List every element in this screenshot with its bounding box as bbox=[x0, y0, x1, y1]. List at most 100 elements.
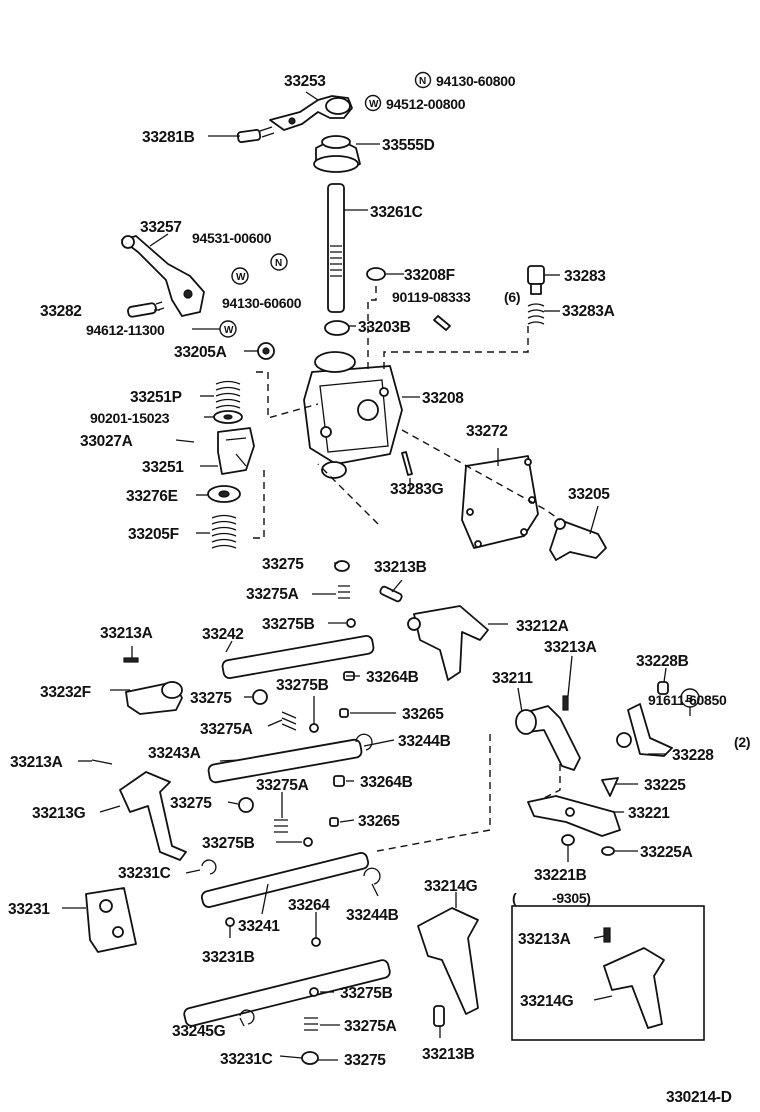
label-33205: 33205 bbox=[568, 486, 610, 503]
label-33231B: 33231B bbox=[202, 949, 255, 966]
label-94130-60600: 94130-60600 bbox=[222, 295, 302, 311]
part-33228-lever bbox=[616, 703, 673, 757]
part-33212A-fork bbox=[407, 605, 489, 681]
part-33213B-bolt-a bbox=[379, 585, 403, 603]
part-33213A-pin-c bbox=[91, 759, 113, 765]
figure-code: 330214-D bbox=[666, 1089, 732, 1106]
label-33231C-b: 33231C bbox=[220, 1051, 273, 1068]
part-33231C-clip-b bbox=[239, 1009, 255, 1025]
part-33261C-shaft bbox=[327, 183, 345, 313]
label-33214G-b: 33214G bbox=[520, 993, 574, 1010]
label-33264B-b: 33264B bbox=[360, 774, 413, 791]
inset-box-9305 bbox=[511, 905, 705, 1041]
label-33275-b: 33275 bbox=[190, 690, 232, 707]
label-33275B-c: 33275B bbox=[202, 835, 255, 852]
part-33275-plug-a bbox=[334, 560, 350, 572]
label-91611-qty: (2) bbox=[734, 734, 750, 750]
part-33276E-washer bbox=[207, 485, 241, 503]
part-33283G-bolt bbox=[401, 451, 413, 476]
label-33282: 33282 bbox=[40, 303, 82, 320]
part-labels: 33253 N 94130-60800 W 94512-00800 33281B… bbox=[8, 71, 751, 1106]
label-33225A: 33225A bbox=[640, 844, 693, 861]
label-33212A: 33212A bbox=[516, 618, 569, 635]
part-33208F-bushing bbox=[366, 267, 386, 281]
marker-w-label-2: W bbox=[224, 325, 234, 336]
label-94512-00800: 94512-00800 bbox=[386, 96, 466, 112]
part-33244B-clip-a bbox=[355, 733, 373, 751]
label-33275A-a: 33275A bbox=[246, 586, 299, 603]
label-33213G: 33213G bbox=[32, 805, 86, 822]
part-33281B-pin bbox=[236, 126, 275, 143]
label-90119-qty: (6) bbox=[504, 289, 520, 305]
label-33213B-b: 33213B bbox=[422, 1046, 475, 1063]
part-33283-plug bbox=[527, 265, 545, 295]
part-33275-plug-b bbox=[252, 689, 268, 705]
label-33276E: 33276E bbox=[126, 488, 178, 505]
label-33283: 33283 bbox=[564, 268, 606, 285]
part-33213A-pin-a bbox=[123, 657, 139, 663]
part-33205F-spring bbox=[211, 514, 237, 549]
marker-n-text-1: N bbox=[419, 76, 426, 87]
label-33245G: 33245G bbox=[172, 1023, 226, 1040]
label-33242: 33242 bbox=[202, 626, 244, 643]
label-33225: 33225 bbox=[644, 777, 686, 794]
part-33225-cap bbox=[601, 777, 619, 797]
label-33257: 33257 bbox=[140, 219, 182, 236]
dashed-connectors bbox=[252, 286, 561, 853]
part-33231B-ball bbox=[225, 917, 235, 927]
label-33275A-c: 33275A bbox=[256, 777, 309, 794]
part-33213A-pin-b bbox=[562, 695, 569, 711]
part-33251-block bbox=[217, 427, 255, 475]
label-94531-00600: 94531-00600 bbox=[192, 230, 272, 246]
label-33251P: 33251P bbox=[130, 389, 182, 406]
label-33244B-a: 33244B bbox=[398, 733, 451, 750]
part-33275-plug-c bbox=[238, 797, 254, 813]
label-33228: 33228 bbox=[672, 747, 714, 764]
label-33027A: 33027A bbox=[80, 433, 133, 450]
part-33264-pin bbox=[311, 937, 321, 947]
label-33228B: 33228B bbox=[636, 653, 689, 670]
label-90119-08333: 90119-08333 bbox=[392, 289, 471, 305]
label-94130-60800: 94130-60800 bbox=[436, 73, 516, 89]
label-33205A: 33205A bbox=[174, 344, 227, 361]
part-33275A-spring-c bbox=[274, 819, 288, 833]
part-33213A-pin-d bbox=[603, 927, 611, 943]
part-33225A-nut bbox=[601, 846, 615, 856]
marker-w-1 bbox=[364, 94, 382, 112]
part-33241-shaft bbox=[200, 852, 370, 908]
part-33253-lever bbox=[269, 95, 353, 131]
label-33261C: 33261C bbox=[370, 204, 423, 221]
part-33214G-fork-a bbox=[417, 907, 479, 1015]
marker-n-label-1: N bbox=[275, 258, 282, 269]
part-33211-lever bbox=[515, 705, 581, 771]
part-33265-pin-a bbox=[339, 708, 349, 718]
part-33275B-ball-b bbox=[309, 723, 319, 733]
label-33272: 33272 bbox=[466, 423, 508, 440]
part-33231-block bbox=[85, 887, 137, 953]
label-33241: 33241 bbox=[238, 918, 280, 935]
part-33257-lever bbox=[121, 235, 205, 317]
label-94612-11300: 94612-11300 bbox=[86, 322, 165, 338]
label-33264: 33264 bbox=[288, 897, 330, 914]
label-33275A-b: 33275A bbox=[200, 721, 253, 738]
part-33205A-nut bbox=[257, 342, 275, 360]
part-33275A-spring-a bbox=[338, 585, 350, 599]
label-33251: 33251 bbox=[142, 459, 184, 476]
part-33213G-fork bbox=[119, 771, 187, 861]
label-33555D: 33555D bbox=[382, 137, 435, 154]
label-33231: 33231 bbox=[8, 901, 50, 918]
label-33203B: 33203B bbox=[358, 319, 411, 336]
marker-n-1 bbox=[414, 71, 432, 89]
marker-b-label: B bbox=[686, 694, 693, 705]
part-33208-housing bbox=[303, 351, 403, 479]
marker-w-label-1: W bbox=[236, 272, 246, 283]
label-33264B-a: 33264B bbox=[366, 669, 419, 686]
label-33232F: 33232F bbox=[40, 684, 91, 701]
part-33265-pin-b bbox=[329, 817, 339, 827]
label-90201-15023: 90201-15023 bbox=[90, 410, 170, 426]
part-33242-shaft bbox=[221, 634, 375, 680]
label-33211: 33211 bbox=[492, 670, 533, 687]
label-33205F: 33205F bbox=[128, 526, 179, 543]
part-33213B-bolt-b bbox=[433, 1005, 445, 1027]
